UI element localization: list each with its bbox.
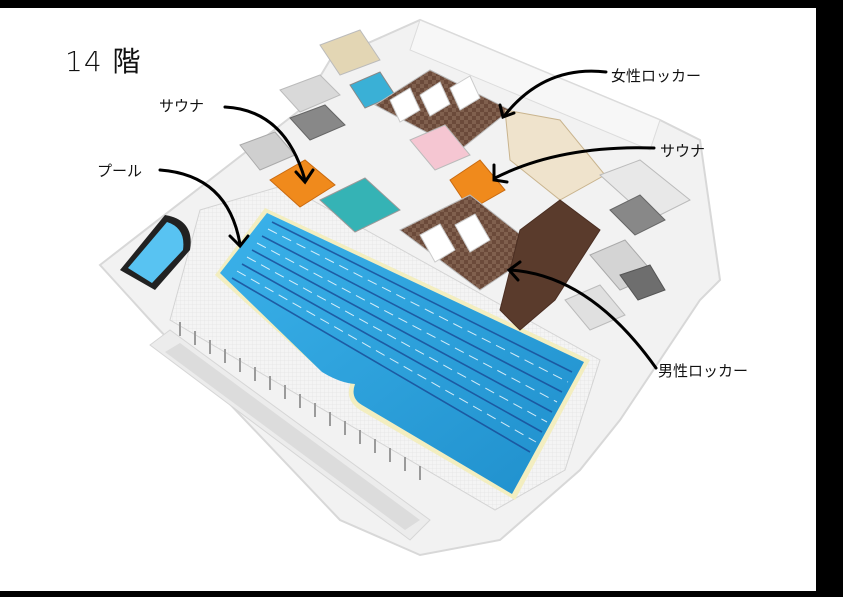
floor-title: 14 階 (65, 45, 142, 78)
arrow-mens-locker (508, 268, 658, 370)
pool (215, 208, 590, 500)
powder-stalls (409, 124, 471, 171)
arrow-sauna-left (223, 105, 307, 182)
locker-units-men (419, 213, 491, 263)
lounge (504, 109, 606, 201)
label-mens-locker: 男性ロッカー (658, 362, 749, 380)
right-rooms (564, 159, 691, 331)
label-sauna-right: サウナ (660, 142, 706, 160)
label-sauna-left: サウナ (159, 97, 205, 115)
utility-rooms (239, 29, 396, 171)
floor-plan-canvas: 14 階 サウナ プール 女性ロッカー サウナ 男性ロッカー (0, 8, 816, 591)
label-pool: プール (97, 162, 143, 180)
floor-plan-illustration (98, 18, 722, 557)
annotation-arrows (158, 69, 658, 370)
label-womens-locker: 女性ロッカー (611, 67, 702, 85)
corridor (499, 199, 601, 331)
arrow-pool (158, 168, 242, 246)
arrow-sauna-right (493, 146, 656, 180)
arrow-womens-locker (503, 69, 608, 117)
sauna-left-room (269, 159, 336, 208)
balustrade (179, 322, 421, 480)
shower-stalls-left (319, 177, 401, 233)
jacuzzi (120, 215, 191, 290)
locker-units (389, 75, 481, 123)
